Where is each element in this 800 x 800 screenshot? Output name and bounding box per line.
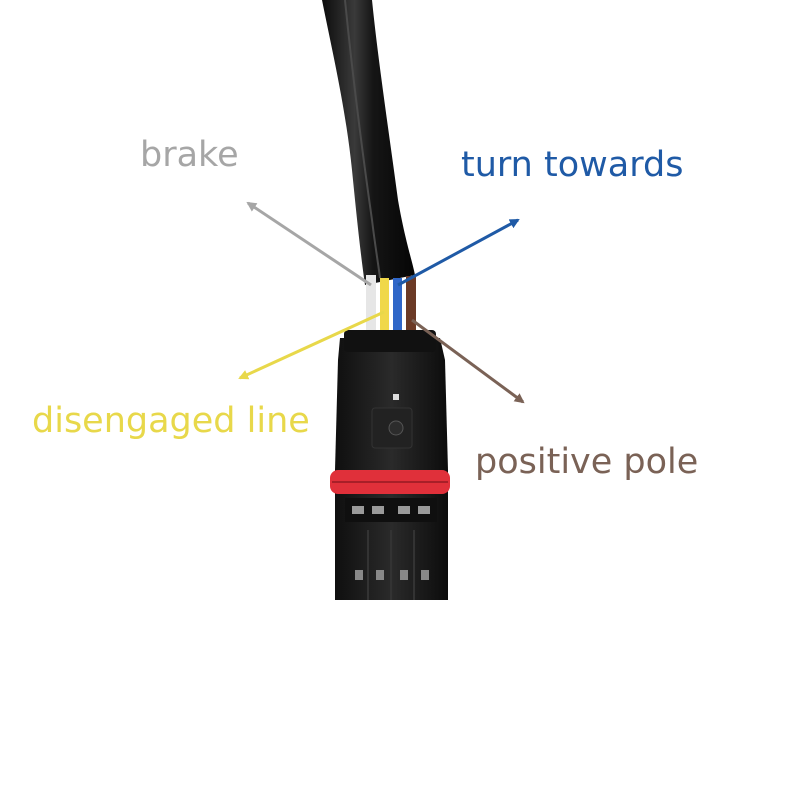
blue-wire [393,278,402,338]
pin-contact-4 [418,506,430,514]
pin-lower-contact-1 [355,570,363,580]
pin-lower-contact-2 [376,570,384,580]
pin-contact-1 [352,506,364,514]
label-disengaged-line: disengaged line [32,401,310,441]
label-positive-pole: positive pole [475,442,698,482]
cable-jacket [322,0,415,285]
positive-pole-arrow [411,318,525,404]
brown-wire [406,276,416,336]
turn-towards-arrow [397,218,520,287]
connector-body [335,338,448,600]
yellow-wire [380,278,389,338]
disengaged-line-arrow [238,310,385,380]
pin-contact-2 [372,506,384,514]
latch-dot [393,394,399,400]
label-brake: brake [140,135,239,175]
pin-contact-3 [398,506,410,514]
pin-lower-contact-3 [400,570,408,580]
white-wire [366,275,376,337]
connector-cap [344,330,436,352]
label-turn-towards: turn towards [461,145,683,185]
latch-dial [388,420,404,436]
cable-ridge [344,0,381,279]
pin-lower-contact-4 [421,570,429,580]
brake-arrow [246,201,372,287]
